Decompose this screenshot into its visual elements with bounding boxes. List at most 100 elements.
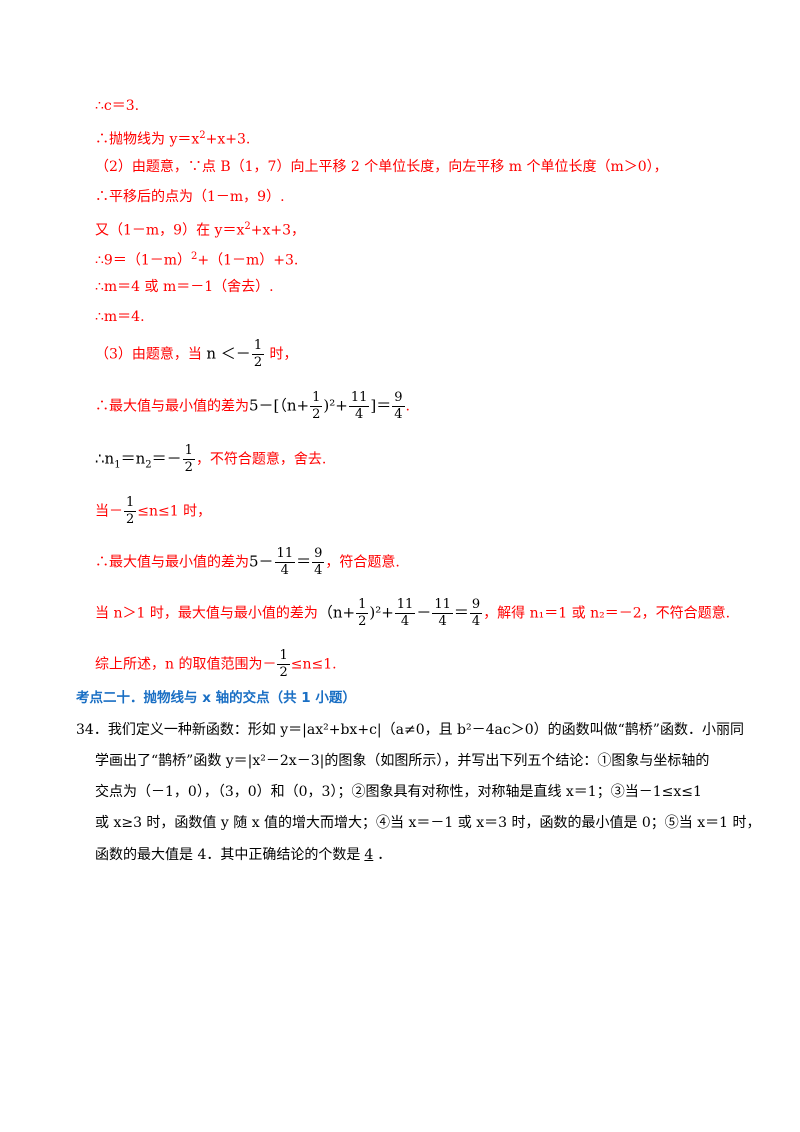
text: 又（1－m，9）在 y＝x (95, 222, 245, 239)
text: 当－ (95, 503, 123, 520)
denominator: 2 (312, 407, 321, 422)
text: ≤n≤1 时， (137, 503, 212, 520)
denominator: 2 (279, 665, 288, 680)
text: ∴9＝（1－m） (95, 252, 191, 269)
text: ，解得 n₁＝1 或 n₂＝－2，不符合题意. (483, 605, 731, 622)
text: . (405, 398, 410, 415)
text: +x+3， (250, 222, 305, 239)
math-text: ＝n (120, 449, 146, 468)
text: ，不符合题意，舍去. (195, 451, 327, 468)
numerator: 1 (310, 390, 323, 407)
superscript: 2 (244, 221, 251, 232)
text: +x+3. (205, 131, 251, 148)
numerator: 9 (312, 546, 325, 563)
math-text: （n+ (317, 603, 356, 622)
math-text: ]＝ (370, 396, 392, 415)
line-part2: （2）由题意，∵点 B（1，7）向上平移 2 个单位长度，向左平移 m 个单位长… (95, 159, 668, 175)
math-text: n ＜－ (206, 344, 251, 363)
denominator: 4 (354, 407, 364, 422)
numerator: 9 (469, 597, 483, 614)
math-text: ＝ (453, 603, 469, 622)
text: （3）由题意，当 (95, 346, 202, 363)
line-translated-point: ∴平移后的点为（1－m，9）. (95, 189, 285, 205)
line-point-on-parabola: 又（1－m，9）在 y＝x2+x+3， (95, 217, 305, 241)
line-equation: ∴9＝（1－m）2+（1－m）+3. (95, 247, 298, 271)
line-c-value: ∴c＝3. (95, 98, 140, 114)
section-heading: 考点二十．抛物线与 x 轴的交点（共 1 小题） (76, 690, 356, 706)
question-line-3: 交点为（－1，0），（3，0）和（0，3）；②图象具有对称性，对称轴是直线 x＝… (95, 784, 702, 800)
superscript: 2 (199, 130, 206, 141)
text: ． (377, 847, 392, 863)
subscript: 1 (114, 459, 121, 471)
denominator: 2 (126, 512, 135, 527)
math-text: ∴n (95, 449, 115, 468)
answer-blank: 4 (364, 847, 374, 863)
denominator: 2 (358, 614, 367, 629)
math-text: ＝－ (151, 449, 182, 468)
denominator: 2 (184, 460, 193, 475)
numerator: 11 (274, 546, 296, 563)
numerator: 11 (394, 597, 416, 614)
denominator: 4 (438, 614, 447, 629)
denominator: 2 (253, 355, 263, 370)
math-text: － (416, 603, 432, 622)
text: +（1－m）+3. (197, 252, 299, 269)
math-text: 5－[（n+ (249, 396, 310, 415)
line-m-solutions: ∴m＝4 或 m＝－1（舍去）. (95, 279, 274, 295)
line-m-answer: ∴m＝4. (95, 309, 145, 325)
math-text: ＝ (296, 552, 312, 571)
text: 当 n＞1 时，最大值与最小值的差为 (95, 605, 318, 622)
line-parabola: ∴抛物线为 y＝x2+x+3. (95, 126, 250, 150)
denominator: 4 (394, 407, 403, 422)
superscript: 2 (191, 251, 198, 262)
text: 综上所述，n 的取值范围为－ (95, 656, 277, 673)
numerator: 11 (432, 597, 453, 614)
numerator: 1 (124, 495, 137, 512)
text: ∴抛物线为 y＝x (95, 131, 200, 148)
text: ，符合题意. (325, 554, 400, 571)
numerator: 1 (251, 338, 265, 355)
subscript: 2 (145, 459, 152, 471)
numerator: 11 (348, 390, 370, 407)
text: ∴最大值与最小值的差为 (95, 554, 249, 571)
math-text: )²+ (369, 603, 394, 622)
text: ∴最大值与最小值的差为 (95, 398, 249, 415)
denominator: 4 (400, 614, 410, 629)
text: 时， (269, 346, 298, 363)
text: ≤n≤1. (290, 656, 337, 673)
question-line-1: 34．我们定义一种新函数：形如 y＝|ax²+bx+c|（a≠0，且 b²－4a… (76, 722, 744, 738)
math-text: 5－ (249, 552, 274, 571)
question-line-4: 或 x≥3 时，函数值 y 随 x 值的增大而增大；④当 x＝－1 或 x＝3 … (95, 815, 761, 831)
numerator: 1 (182, 443, 195, 460)
denominator: 4 (314, 563, 323, 578)
question-line-2: 学画出了“鹊桥”函数 y＝|x²－2x－3|的图象（如图所示），并写出下列五个结… (95, 753, 710, 769)
numerator: 1 (277, 648, 290, 665)
text: 函数的最大值是 4．其中正确结论的个数是 (95, 847, 361, 863)
math-text: )²+ (323, 396, 348, 415)
numerator: 9 (392, 390, 405, 407)
denominator: 4 (471, 614, 481, 629)
numerator: 1 (356, 597, 369, 614)
